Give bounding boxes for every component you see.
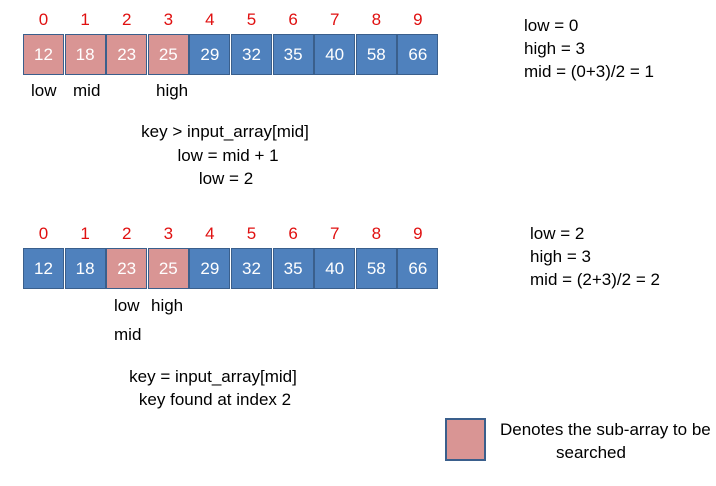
array-cell: 18 bbox=[64, 34, 106, 75]
array-cell: 40 bbox=[314, 248, 356, 289]
info-line: low = 0 bbox=[524, 16, 579, 35]
index-label: 7 bbox=[329, 224, 340, 243]
index-label: 0 bbox=[38, 224, 49, 243]
index-label: 6 bbox=[288, 10, 298, 29]
legend-swatch bbox=[445, 418, 486, 461]
index-label: 7 bbox=[329, 10, 340, 29]
index-label: 8 bbox=[371, 10, 382, 29]
explain-line: low = 2 bbox=[198, 169, 254, 188]
array-cell: 66 bbox=[397, 248, 439, 289]
index-label: 4 bbox=[205, 10, 215, 29]
array-cell: 58 bbox=[355, 34, 397, 75]
array-cell: 58 bbox=[355, 248, 397, 289]
pointer-low-step2: low bbox=[114, 296, 140, 315]
explain-line: key found at index 2 bbox=[138, 390, 292, 409]
index-label: 6 bbox=[288, 224, 298, 243]
array-cell: 23 bbox=[106, 248, 148, 289]
index-label: 1 bbox=[80, 10, 90, 29]
index-label: 8 bbox=[371, 224, 382, 243]
explain-line: key = input_array[mid] bbox=[129, 367, 297, 386]
array-cell: 25 bbox=[147, 248, 189, 289]
index-label: 9 bbox=[413, 224, 423, 243]
index-label: 9 bbox=[413, 10, 423, 29]
pointer-high-step1: high bbox=[156, 81, 189, 100]
array-cell: 35 bbox=[272, 248, 314, 289]
pointer-high-step2: high bbox=[151, 296, 184, 315]
info-line: mid = (2+3)/2 = 2 bbox=[530, 270, 660, 289]
array-cell: 23 bbox=[106, 34, 148, 75]
explain-line: key > input_array[mid] bbox=[141, 122, 309, 141]
array-cell: 18 bbox=[64, 248, 106, 289]
pointer-mid-step2: mid bbox=[114, 325, 142, 344]
info-line: high = 3 bbox=[524, 39, 585, 58]
index-label: 0 bbox=[38, 10, 49, 29]
array-cell: 35 bbox=[272, 34, 314, 75]
legend-text: searched bbox=[556, 443, 626, 462]
index-label: 3 bbox=[163, 224, 174, 243]
index-label: 4 bbox=[205, 224, 215, 243]
array-cell: 32 bbox=[231, 248, 272, 289]
array-cell: 12 bbox=[23, 34, 64, 75]
pointer-mid-step1: mid bbox=[73, 81, 101, 100]
array-cell: 66 bbox=[397, 34, 439, 75]
legend-text: Denotes the sub-array to be bbox=[500, 420, 711, 439]
explain-line: low = mid + 1 bbox=[177, 146, 279, 165]
info-line: mid = (0+3)/2 = 1 bbox=[524, 62, 654, 81]
array-cell: 40 bbox=[314, 34, 356, 75]
pointer-low-step1: low bbox=[31, 81, 57, 100]
index-label: 1 bbox=[80, 224, 90, 243]
info-line: low = 2 bbox=[530, 224, 585, 243]
index-label: 3 bbox=[163, 10, 174, 29]
array-cell: 29 bbox=[189, 34, 231, 75]
index-label: 5 bbox=[246, 224, 257, 243]
info-line: high = 3 bbox=[530, 247, 591, 266]
index-label: 2 bbox=[121, 10, 132, 29]
index-label: 5 bbox=[246, 10, 257, 29]
array-cell: 25 bbox=[147, 34, 189, 75]
index-label: 2 bbox=[121, 224, 132, 243]
array-cell: 32 bbox=[231, 34, 272, 75]
array-cell: 12 bbox=[23, 248, 64, 289]
array-cell: 29 bbox=[189, 248, 231, 289]
